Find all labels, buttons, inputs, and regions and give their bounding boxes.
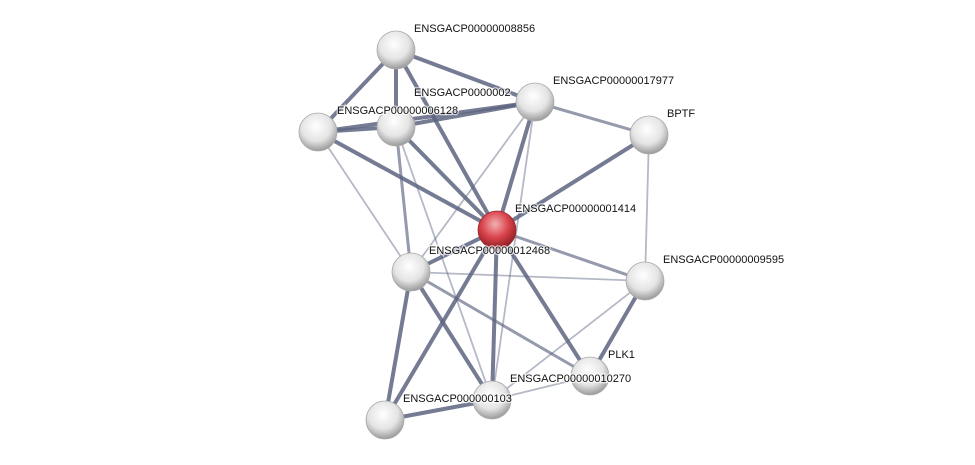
edge-n1414-n0103[interactable] bbox=[383, 228, 499, 422]
node-label: ENSGACP0000002 bbox=[414, 87, 511, 99]
node-label: ENSGACP000000103 bbox=[403, 393, 512, 405]
edge-n0002-n12468[interactable] bbox=[394, 126, 413, 273]
node-sphere-n1414[interactable] bbox=[477, 210, 517, 250]
edges-layer bbox=[316, 48, 651, 422]
edge-n0002-n10270[interactable] bbox=[395, 126, 493, 401]
node-sphere-n9595[interactable] bbox=[625, 261, 665, 301]
edge-bptf-n1414[interactable] bbox=[495, 133, 651, 232]
node-label: ENSGACP00000008856 bbox=[414, 23, 535, 35]
edge-n12468-n10270[interactable] bbox=[409, 270, 494, 402]
node-label: BPTF bbox=[667, 108, 695, 120]
edge-n1414-plk1[interactable] bbox=[495, 228, 592, 378]
edge-n8856-n17977[interactable] bbox=[395, 48, 536, 104]
node-sphere-n17977[interactable] bbox=[515, 82, 555, 122]
edge-n0002-n17977[interactable] bbox=[395, 100, 536, 129]
node-sphere-n10270[interactable] bbox=[472, 380, 512, 420]
nodes-layer bbox=[298, 30, 669, 440]
edge-n12468-n9595[interactable] bbox=[410, 271, 646, 282]
edge-n1414-n9595[interactable] bbox=[496, 228, 646, 283]
node-sphere-plk1[interactable] bbox=[570, 356, 610, 396]
node-label: ENSGACP00000017977 bbox=[553, 75, 674, 87]
node-label: ENSGACP00000009595 bbox=[663, 254, 784, 266]
edge-n17977-n1414[interactable] bbox=[495, 101, 537, 231]
node-label: ENSGACP00000010270 bbox=[510, 373, 631, 385]
edge-n6128-n1414[interactable] bbox=[317, 130, 498, 232]
edge-n17977-bptf[interactable] bbox=[534, 100, 650, 137]
edge-n12468-n0103[interactable] bbox=[383, 271, 413, 421]
node-label: PLK1 bbox=[608, 349, 635, 361]
node-sphere-n0002[interactable] bbox=[376, 107, 416, 147]
node-sphere-n12468[interactable] bbox=[391, 252, 431, 292]
edge-n9595-n10270[interactable] bbox=[491, 280, 646, 401]
node-sphere-n8856[interactable] bbox=[376, 30, 416, 70]
node-label: ENSGACP00000001414 bbox=[515, 203, 636, 215]
edge-n17977-n12468[interactable] bbox=[410, 101, 536, 273]
node-sphere-bptf[interactable] bbox=[629, 115, 669, 155]
edge-n17977-n10270[interactable] bbox=[491, 101, 536, 401]
edge-n8856-n1414[interactable] bbox=[394, 49, 499, 231]
edge-n12468-plk1[interactable] bbox=[410, 270, 591, 378]
edge-n0002-n1414[interactable] bbox=[394, 125, 499, 232]
edge-n1414-n10270[interactable] bbox=[490, 229, 499, 401]
node-sphere-n0103[interactable] bbox=[365, 400, 405, 440]
node-label: ENSGACP00000012468 bbox=[429, 245, 550, 257]
edge-n6128-n12468[interactable] bbox=[317, 131, 412, 273]
labels-layer: ENSGACP00000008856ENSGACP00000017977BPTF… bbox=[336, 22, 786, 407]
edge-bptf-n9595[interactable] bbox=[644, 134, 650, 282]
node-label: ENSGACP00000006128 bbox=[337, 105, 458, 117]
node-sphere-n6128[interactable] bbox=[298, 112, 338, 152]
